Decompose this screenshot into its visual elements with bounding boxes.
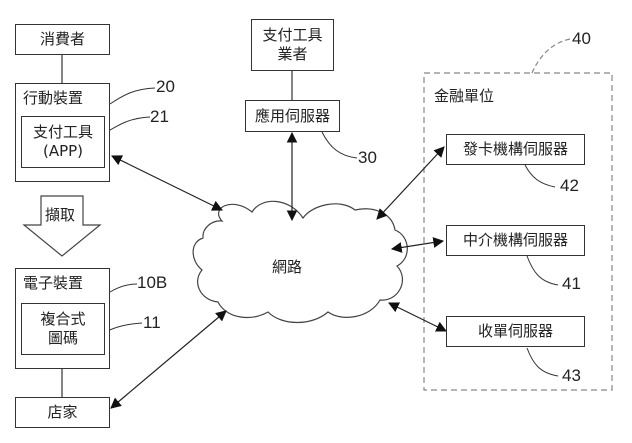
ref-11-leader	[104, 322, 143, 333]
merchant-box: 店家	[15, 397, 110, 428]
financial-unit-label: 金融單位	[434, 87, 495, 105]
ref-42: 42	[560, 176, 579, 195]
ref-41: 41	[562, 274, 581, 293]
network-cloud	[192, 200, 408, 323]
issuer-server-box: 發卡機構伺服器	[446, 134, 585, 165]
arrow-merchant-network	[110, 310, 227, 409]
ref-30-leader	[321, 131, 358, 159]
ref-21-leader	[104, 116, 151, 134]
ref-43-leader	[526, 347, 559, 377]
ref-40-leader	[531, 38, 571, 74]
acquirer-server-label: 收單伺服器	[477, 322, 553, 340]
merchant-label: 店家	[47, 403, 78, 421]
ref-20-leader	[109, 87, 156, 105]
payment-provider-line2: 業者	[277, 45, 308, 63]
ref-42-leader	[524, 164, 556, 188]
network-label: 網路	[272, 258, 303, 276]
composite-label: 複合式	[40, 310, 86, 328]
ref-20: 20	[156, 77, 175, 96]
arrow-app-network	[111, 155, 223, 211]
intermediary-server-label: 中介機構伺服器	[462, 231, 568, 249]
barcode-label: 圖碼	[47, 329, 78, 347]
payment-tool-app-box: 支付工具 (APP)	[21, 116, 105, 168]
consumer-label: 消費者	[39, 30, 85, 48]
acquirer-server-box: 收單伺服器	[446, 316, 585, 347]
ref-11: 11	[143, 313, 161, 332]
consumer-box: 消費者	[15, 24, 110, 55]
mobile-device-label: 行動裝置	[23, 89, 84, 107]
payment-provider-line1: 支付工具	[262, 26, 323, 44]
intermediary-server-box: 中介機構伺服器	[446, 225, 585, 256]
issuer-server-label: 發卡機構伺服器	[462, 140, 568, 158]
ref-40: 40	[572, 29, 591, 48]
payment-tool-label: 支付工具	[32, 123, 93, 141]
arrow-intermediary-network	[390, 237, 445, 253]
app-server-box: 應用伺服器	[245, 100, 340, 132]
arrow-acquirer-network	[388, 302, 447, 332]
app-server-label: 應用伺服器	[254, 106, 330, 125]
ref-10b: 10B	[137, 273, 168, 292]
ref-43: 43	[562, 366, 581, 385]
ref-41-leader	[526, 255, 559, 286]
ref-21: 21	[150, 107, 169, 126]
ref-10b-leader	[109, 283, 138, 293]
electronic-device-label: 電子裝置	[23, 274, 84, 292]
payment-provider-box: 支付工具 業者	[251, 19, 334, 71]
composite-barcode-box: 複合式 圖碼	[21, 303, 105, 355]
capture-arrow-shape	[22, 195, 102, 257]
capture-label: 擷取	[45, 206, 76, 224]
arrow-issuer-network	[376, 146, 445, 220]
financial-unit-boundary	[423, 72, 613, 391]
ref-30: 30	[358, 148, 377, 167]
app-label: (APP)	[42, 142, 84, 160]
